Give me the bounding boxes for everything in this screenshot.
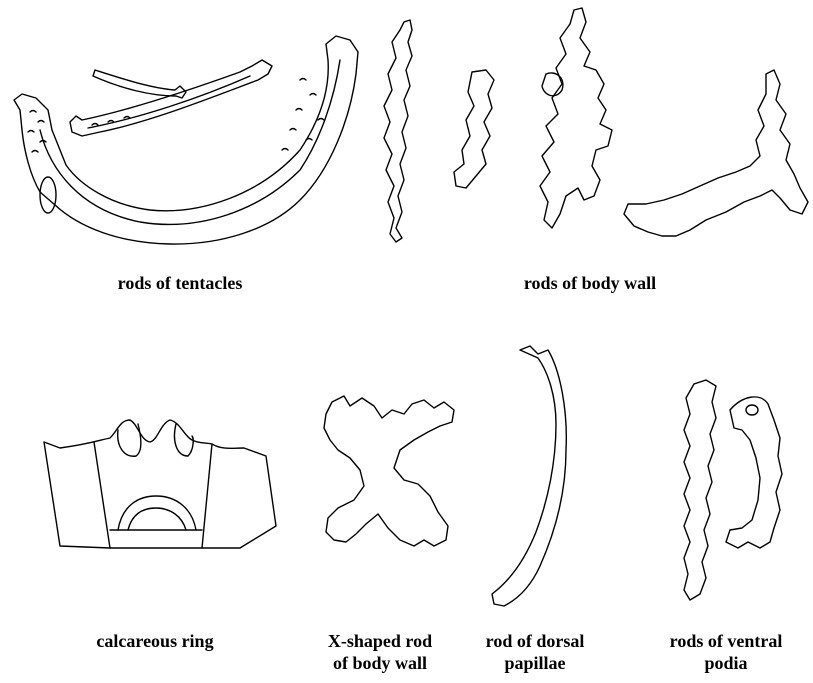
body-wall-rod-2: [454, 70, 494, 188]
label-text-line1: rods of ventral: [646, 630, 806, 652]
label-rod-of-dorsal-papillae: rod of dorsal papillae: [460, 630, 610, 674]
label-rods-of-ventral-podia: rods of ventral podia: [646, 630, 806, 674]
label-text-line1: rod of dorsal: [460, 630, 610, 652]
label-text-line2: podia: [646, 652, 806, 674]
label-text: rods of tentacles: [60, 272, 300, 294]
calcareous-ring-notch-2: [175, 424, 194, 456]
label-rods-of-tentacles: rods of tentacles: [60, 272, 300, 294]
label-text: calcareous ring: [40, 630, 270, 652]
dorsal-papillae-rod-group: [492, 346, 566, 606]
label-rods-of-body-wall: rods of body wall: [470, 272, 710, 294]
label-text-line2: of body wall: [300, 652, 460, 674]
dorsal-papillae-rod-outline: [492, 346, 566, 606]
ventral-podia-rod-1: [684, 380, 716, 600]
label-x-shaped-rod: X-shaped rod of body wall: [300, 630, 460, 674]
body-wall-rod-3-hole: [542, 73, 563, 96]
body-wall-rods-group: [384, 8, 808, 242]
body-wall-rod-3: [540, 8, 612, 228]
tentacle-rod-small: [93, 70, 186, 98]
ventral-podia-rod-2: [726, 397, 782, 548]
ventral-podia-rods-group: [684, 380, 782, 600]
x-shaped-rod-outline: [324, 396, 454, 546]
calcareous-ring-outline: [44, 420, 276, 548]
calcareous-ring-group: [44, 420, 276, 548]
body-wall-rod-1: [384, 20, 412, 242]
calcareous-ring-arch-inner: [128, 508, 186, 530]
x-shaped-rod-group: [324, 396, 454, 546]
calcareous-ring-divider-left: [94, 442, 110, 548]
body-wall-rod-4: [624, 70, 808, 236]
calcareous-ring-divider-right: [202, 444, 212, 548]
label-text: rods of body wall: [470, 272, 710, 294]
tentacle-rods-group: [14, 36, 358, 244]
label-text-line1: X-shaped rod: [300, 630, 460, 652]
ventral-podia-rod-2-hole: [746, 405, 758, 415]
label-calcareous-ring: calcareous ring: [40, 630, 270, 652]
tentacle-rod-large-inner: [40, 60, 340, 224]
label-text-line2: papillae: [460, 652, 610, 674]
